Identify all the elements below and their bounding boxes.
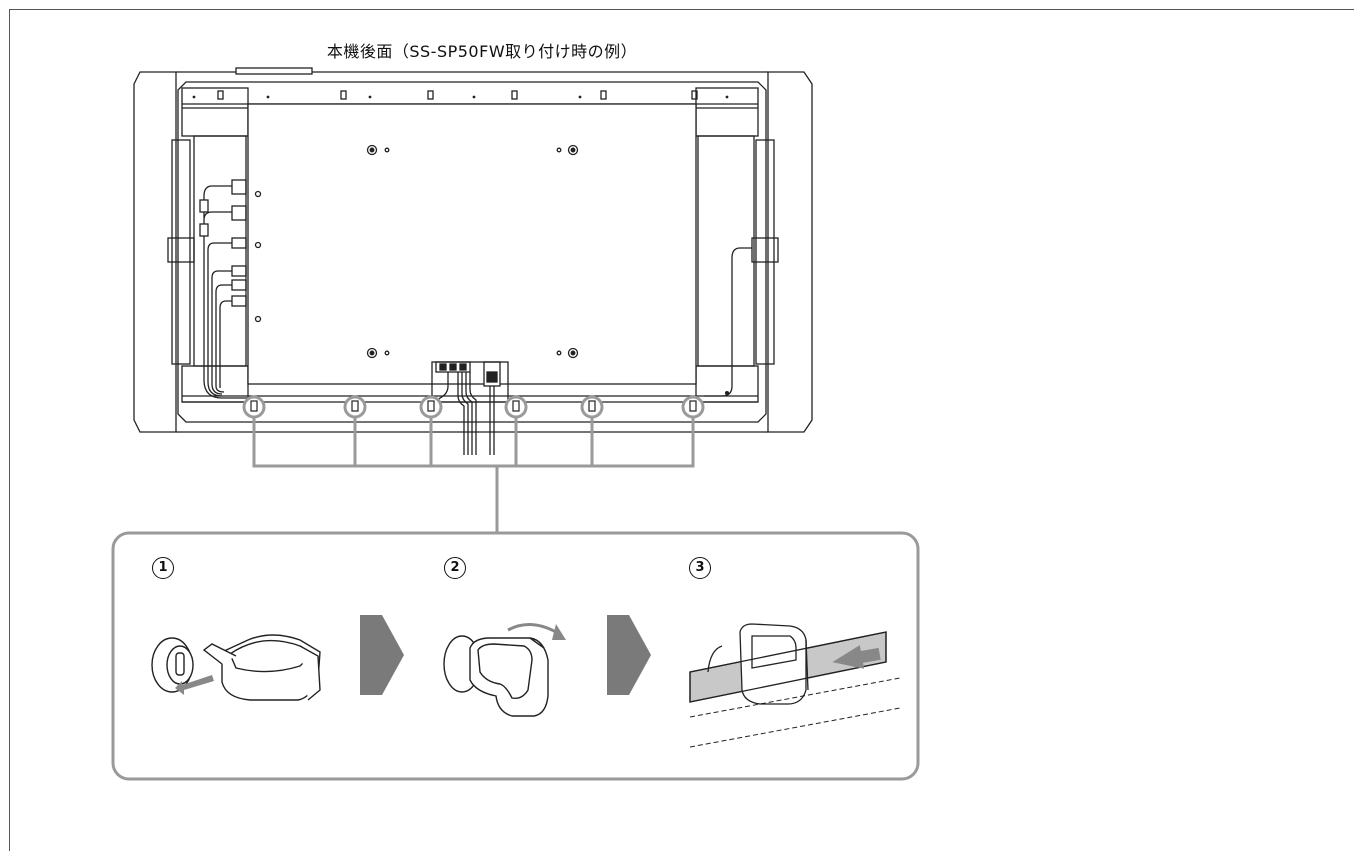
leader-lines: [252, 417, 695, 533]
center-terminals: [431, 361, 509, 455]
clamp-insert-icon: [151, 634, 321, 701]
clamp-cable-icon: [689, 623, 901, 748]
step-number-2: 2: [444, 557, 466, 579]
step-arrow-2: [607, 615, 651, 695]
tv-rear-panel: [133, 67, 813, 455]
page-frame: [9, 9, 1354, 851]
step-number-1: 1: [152, 557, 174, 579]
left-connectors: [199, 179, 252, 399]
figure-caption: 本機後面（SS-SP50FW取り付け時の例）: [326, 42, 638, 61]
step-arrow-1: [360, 615, 404, 695]
mounting-holes: [366, 144, 579, 359]
clamp-rotate-icon: [443, 623, 566, 717]
step-number-3: 3: [689, 557, 711, 579]
right-speaker: [767, 71, 813, 433]
clamp-callouts: [242, 395, 705, 419]
left-speaker: [133, 71, 177, 433]
